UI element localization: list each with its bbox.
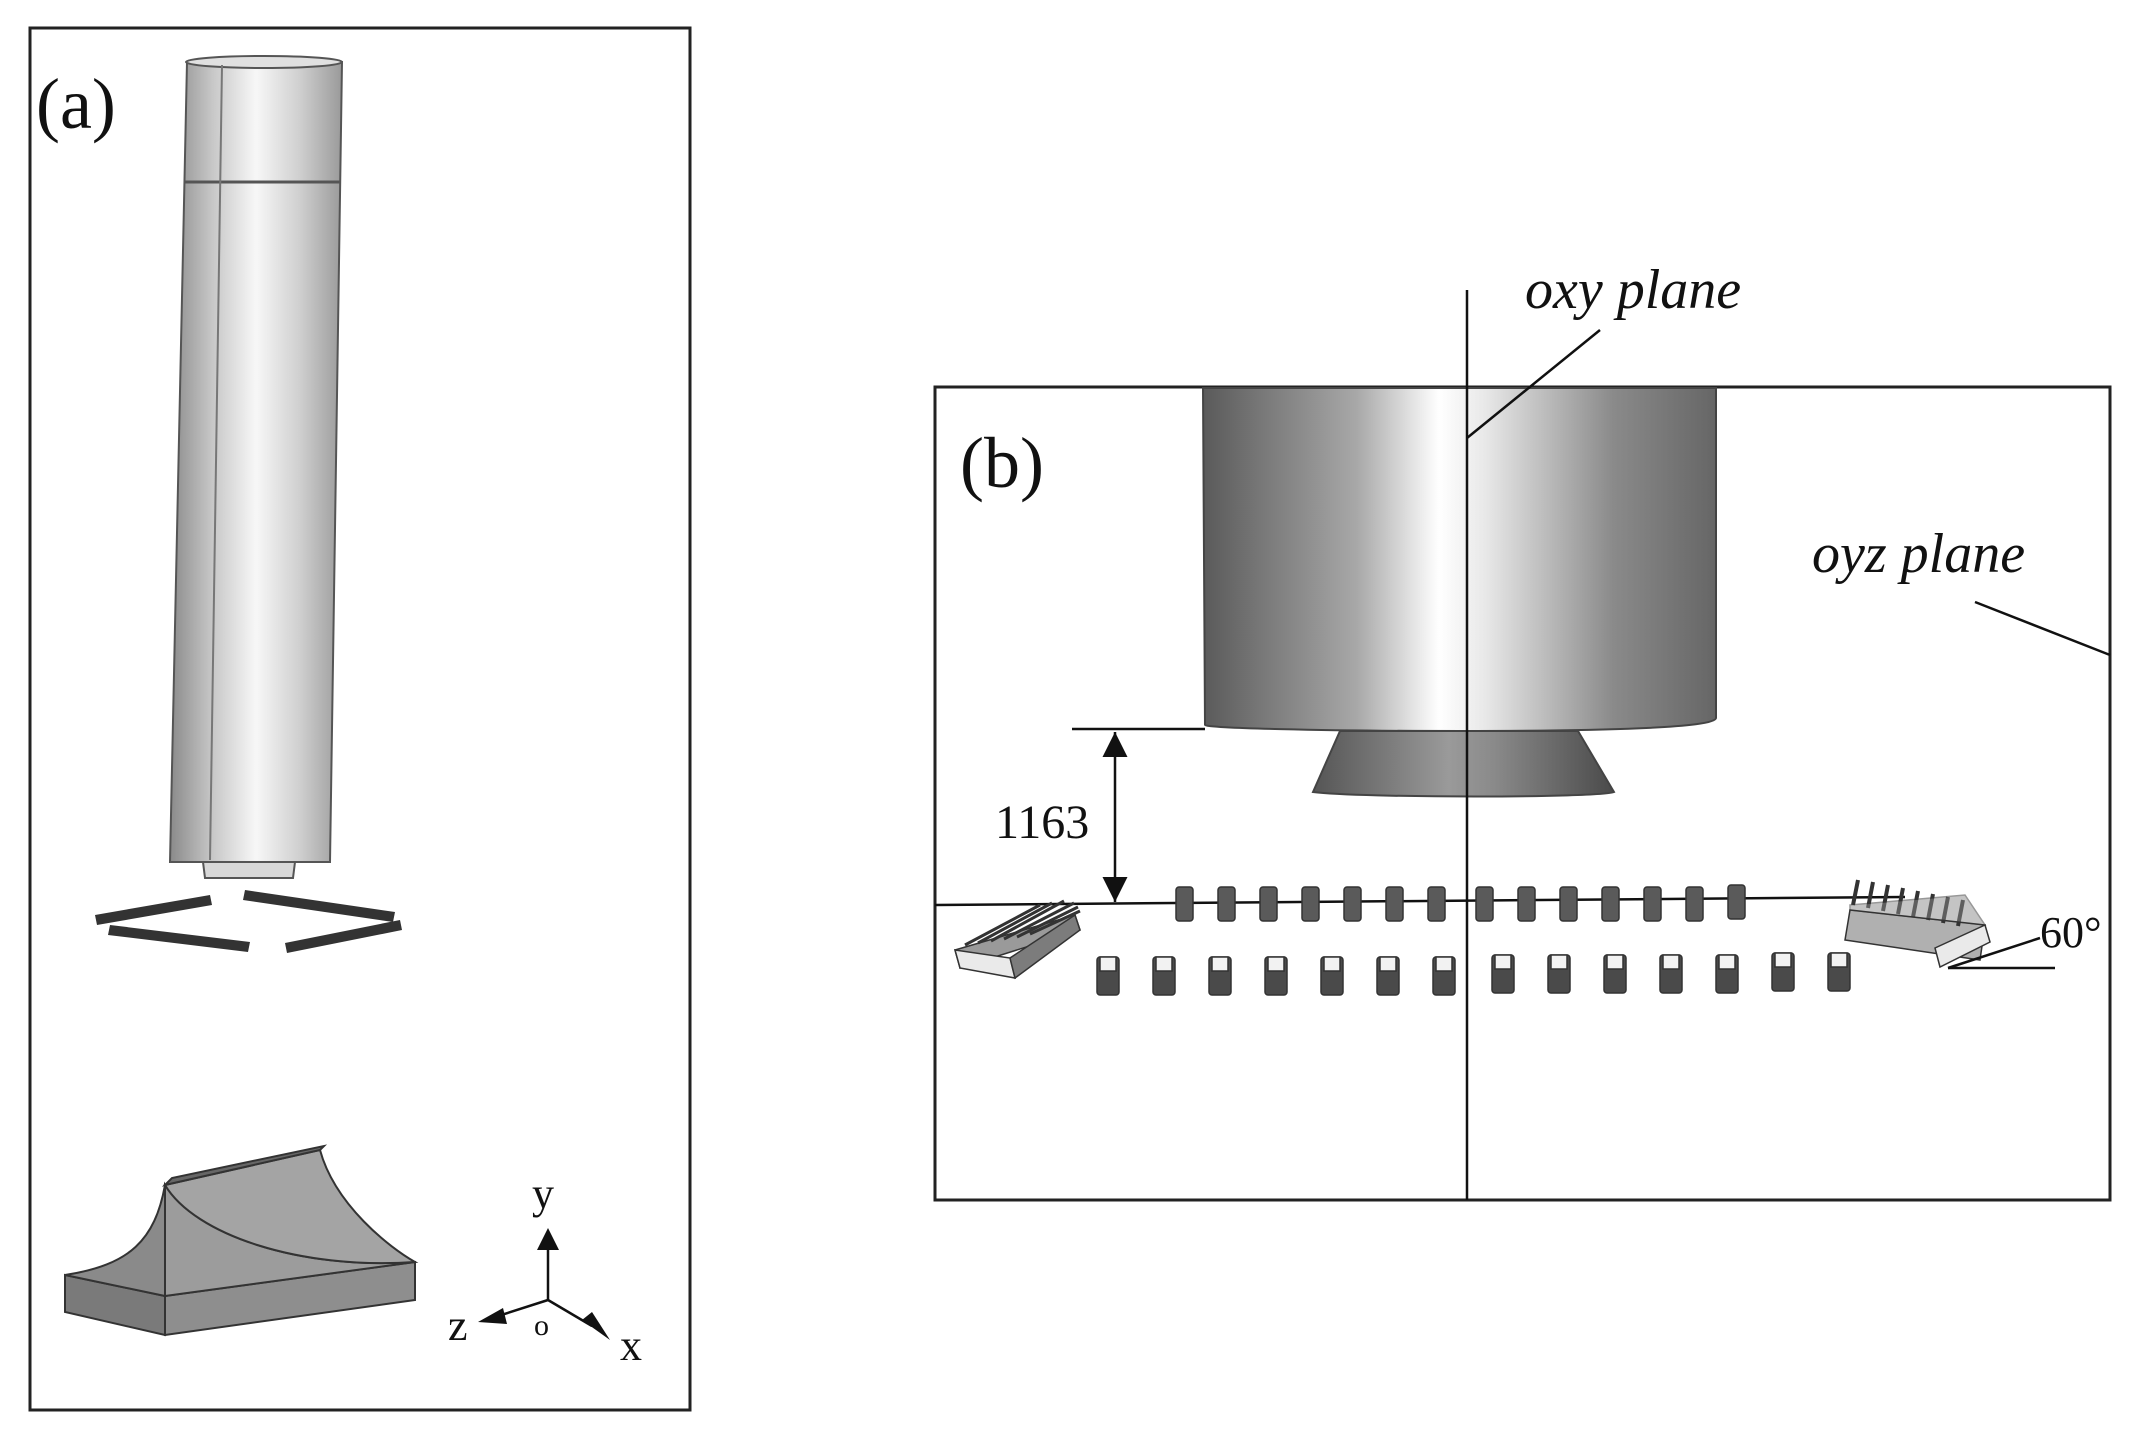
panel-b: (b) oxy plane oyz plane 1163 — [933, 259, 2112, 1202]
panel-b-label: (b) — [960, 423, 1044, 503]
y-axis-arrow-icon — [537, 1228, 559, 1250]
angle-value: 60° — [2040, 908, 2102, 957]
oyz-plane-leader — [1974, 600, 2111, 657]
oyz-plane-label: oyz plane — [1812, 523, 2025, 585]
cone-nozzle — [1311, 730, 1616, 798]
distance-dimension: 1163 — [995, 727, 1205, 902]
oxy-plane-leader — [1466, 329, 1601, 439]
z-axis-arrow-icon — [478, 1308, 507, 1324]
oxy-plane-label: oxy plane — [1525, 259, 1741, 321]
axes-triad: y z x o — [448, 1169, 642, 1370]
panel-a-label: (a) — [36, 64, 116, 144]
distance-value: 1163 — [995, 796, 1089, 849]
tall-cylinder — [168, 55, 344, 879]
blade-rows — [95, 890, 402, 953]
axis-y-label: y — [532, 1169, 554, 1218]
saddle-block — [64, 1144, 419, 1337]
axis-z-label: z — [448, 1301, 468, 1350]
panel-a-frame — [28, 26, 692, 1412]
right-comb-block — [1844, 879, 1991, 969]
large-cylinder — [1201, 387, 1717, 733]
lower-block-row — [1096, 952, 1851, 996]
panel-a: (a) — [28, 26, 692, 1412]
axis-x-label: x — [620, 1321, 642, 1370]
angle-annotation: 60° — [1947, 908, 2102, 970]
left-comb-block — [953, 899, 1081, 980]
upper-block-row — [1175, 884, 1746, 922]
axis-origin-label: o — [534, 1309, 549, 1342]
x-axis-arrow-icon — [582, 1312, 610, 1340]
